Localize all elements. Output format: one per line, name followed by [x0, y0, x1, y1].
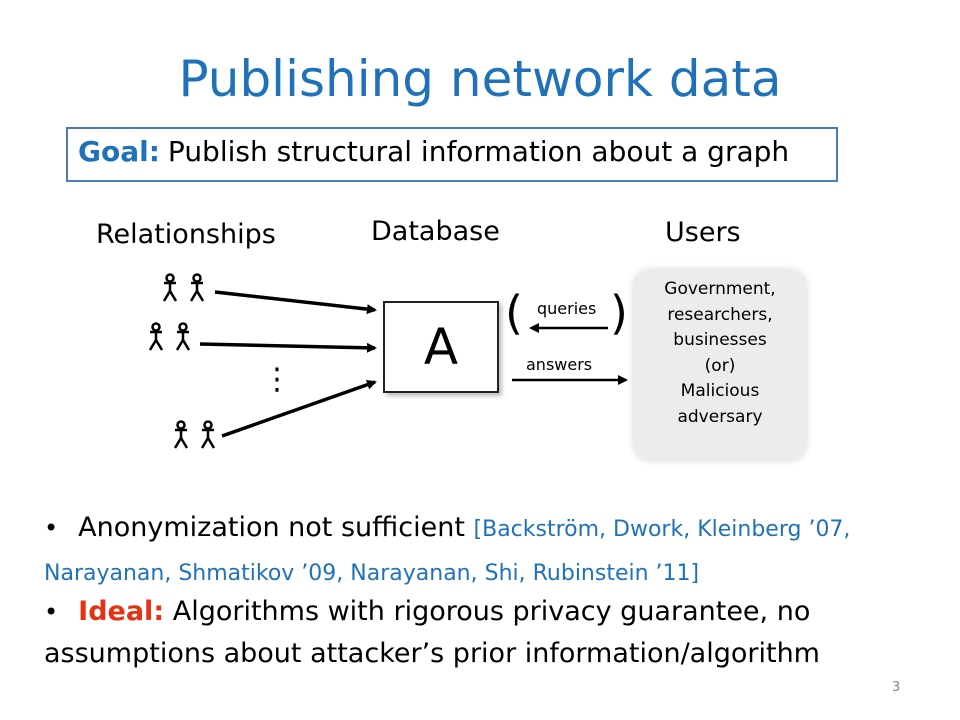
- arrow-to-database-2: [199, 342, 377, 353]
- relationships-heading: Relationships: [96, 219, 276, 250]
- bullet-lead: Anonymization not sufficient: [78, 512, 465, 543]
- stick-figure-icon: [175, 322, 191, 352]
- users-description: Government, researchers, businesses (or)…: [634, 277, 806, 430]
- stick-figure-icon: [200, 420, 216, 450]
- arrow-to-database-1: [214, 290, 377, 315]
- bullet-text: Algorithms with rigorous privacy guarant…: [44, 596, 820, 669]
- person-pair-1: [162, 273, 205, 303]
- stick-figure-icon: [189, 273, 205, 303]
- paren-close: ): [610, 286, 628, 340]
- bullet-citation: [Backström, Dwork, Kleinberg ’07, Naraya…: [44, 517, 851, 586]
- bullet-ideal: • Ideal: Algorithms with rigorous privacy…: [44, 591, 924, 675]
- users-line: (or): [704, 355, 736, 376]
- users-line: businesses: [673, 330, 767, 350]
- bullet-dot: •: [44, 598, 59, 626]
- users-heading: Users: [665, 217, 741, 248]
- page-number: 3: [892, 680, 901, 695]
- users-line: adversary: [677, 406, 763, 427]
- answers-label: answers: [526, 355, 593, 374]
- ellipsis-vertical: ⋮: [262, 362, 292, 397]
- arrow-to-database-3: [221, 379, 377, 438]
- bullet-dot: •: [44, 514, 59, 542]
- users-line: Government,: [664, 279, 776, 299]
- goal-box: [66, 127, 838, 182]
- database-label: A: [423, 318, 459, 376]
- stick-figure-icon: [173, 420, 189, 450]
- database-box: A: [383, 301, 499, 393]
- users-box: [634, 270, 806, 460]
- users-line: Malicious: [680, 381, 760, 401]
- paren-open: (: [505, 286, 523, 340]
- users-line: researchers,: [667, 304, 773, 325]
- bullet-anonymization: • Anonymization not sufficient [Backström…: [44, 507, 924, 595]
- bullet-ideal-label: Ideal:: [78, 596, 165, 627]
- person-pair-2: [148, 322, 191, 352]
- queries-label: queries: [537, 299, 597, 318]
- database-heading: Database: [371, 216, 500, 247]
- goal-statement: Goal:Publish structural information abou…: [78, 135, 789, 168]
- stick-figure-icon: [162, 273, 178, 303]
- stick-figure-icon: [148, 322, 164, 352]
- slide-title: Publishing network data: [178, 50, 782, 108]
- goal-label: Goal:: [78, 135, 160, 168]
- person-pair-3: [173, 420, 216, 450]
- goal-text: Publish structural information about a g…: [167, 135, 790, 168]
